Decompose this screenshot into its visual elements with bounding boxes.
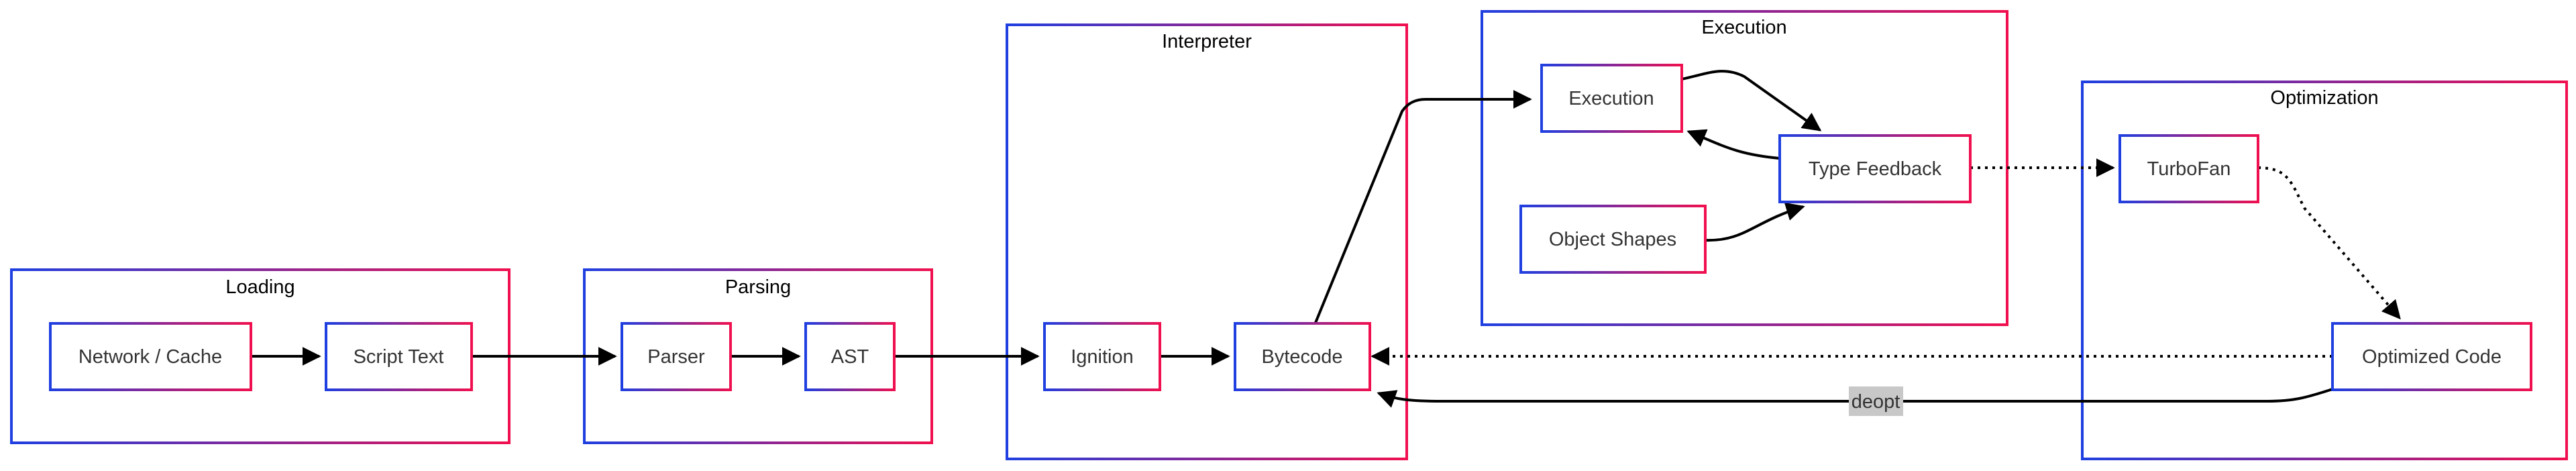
group-optimization: Optimization <box>2081 81 2568 460</box>
node-optimized-code-label: Optimized Code <box>2362 346 2502 368</box>
node-ignition[interactable]: Ignition <box>1043 322 1161 391</box>
group-interpreter-label: Interpreter <box>1162 31 1252 52</box>
group-optimization-label: Optimization <box>2270 87 2378 109</box>
edge-feedback-to-execution <box>1686 129 1780 160</box>
node-script-text-label: Script Text <box>354 346 444 368</box>
node-parser-label: Parser <box>647 346 705 368</box>
node-network-cache[interactable]: Network / Cache <box>49 322 252 391</box>
edge-label-deopt-background <box>1849 386 1903 416</box>
node-object-shapes-label: Object Shapes <box>1549 229 1676 250</box>
node-parser[interactable]: Parser <box>621 322 732 391</box>
group-parsing-label: Parsing <box>725 276 791 298</box>
edge-shapes-to-feedback <box>1705 202 1805 242</box>
edge-execution-to-feedback <box>1681 70 1822 132</box>
group-interpreter-frame <box>1006 23 1408 460</box>
node-turbofan[interactable]: TurboFan <box>2118 134 2259 203</box>
node-ast[interactable]: AST <box>804 322 896 391</box>
node-optimized-code[interactable]: Optimized Code <box>2331 322 2532 391</box>
node-ignition-label: Ignition <box>1071 346 1134 368</box>
node-bytecode-label: Bytecode <box>1262 346 1343 368</box>
node-turbofan-label: TurboFan <box>2147 158 2231 180</box>
node-type-feedback[interactable]: Type Feedback <box>1778 134 1972 203</box>
node-execution-label: Execution <box>1568 88 1654 109</box>
group-optimization-frame <box>2081 81 2568 460</box>
node-network-cache-label: Network / Cache <box>78 346 222 368</box>
node-bytecode[interactable]: Bytecode <box>1234 322 1371 391</box>
node-ast-label: AST <box>831 346 869 368</box>
group-execution-label: Execution <box>1701 17 1786 38</box>
node-type-feedback-label: Type Feedback <box>1809 158 1942 180</box>
edge-label-deopt-text: deopt <box>1851 391 1900 413</box>
node-execution[interactable]: Execution <box>1540 64 1683 133</box>
node-object-shapes[interactable]: Object Shapes <box>1519 205 1707 274</box>
edge-label-deopt: deopt <box>1849 386 1903 416</box>
node-script-text[interactable]: Script Text <box>325 322 473 391</box>
edge-turbofan-to-optimized <box>2257 166 2401 320</box>
edge-bytecode-to-execution <box>1314 90 1532 323</box>
group-interpreter: Interpreter <box>1006 23 1408 460</box>
group-loading-label: Loading <box>225 276 294 298</box>
